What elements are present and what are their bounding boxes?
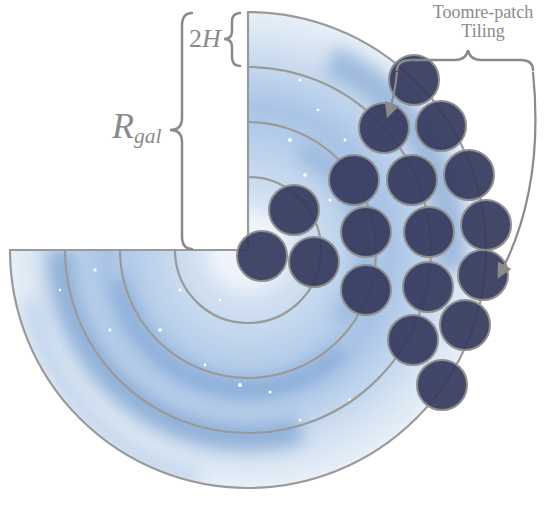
label-part: H (202, 24, 221, 53)
label-text: Toomre-patch Tiling (428, 3, 538, 41)
label-part: R (112, 106, 134, 146)
label-part: 2 (189, 24, 202, 53)
brackets (170, 13, 533, 249)
annulus-rings (10, 12, 486, 488)
label-text: Rgal (112, 108, 162, 148)
label-text: 2H (189, 25, 221, 52)
toomre-patches (237, 55, 511, 410)
leader-arrows (388, 72, 535, 276)
galaxy-disc (10, 12, 486, 488)
spiral-bands (30, 60, 452, 480)
label-part: gal (134, 124, 162, 148)
